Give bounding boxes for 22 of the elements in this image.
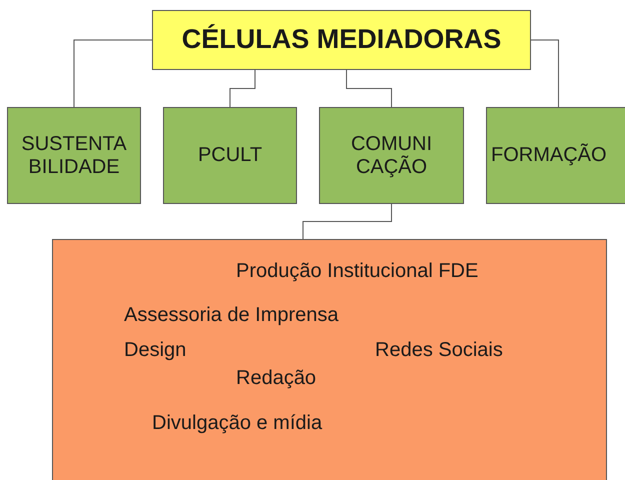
item-text: Redes Sociais bbox=[375, 339, 503, 362]
connector-line bbox=[74, 40, 152, 108]
connector-line bbox=[346, 70, 392, 108]
title-box bbox=[152, 10, 531, 70]
connector-line bbox=[530, 40, 559, 108]
item-text: Assessoria de Imprensa bbox=[124, 304, 339, 327]
item-text: Redação bbox=[236, 367, 316, 390]
category-box bbox=[486, 107, 625, 204]
category-box bbox=[319, 107, 464, 204]
category-box bbox=[7, 107, 141, 204]
node-label: FORMAÇÃO bbox=[491, 144, 607, 167]
category-box bbox=[163, 107, 297, 204]
connector-line bbox=[230, 70, 256, 108]
item-text: Divulgação e mídia bbox=[152, 412, 322, 435]
content-panel bbox=[52, 239, 607, 480]
node-label: COMUNI CAÇÃO bbox=[350, 132, 434, 178]
node-label: SUSTENTA BILIDADE bbox=[20, 132, 128, 178]
node-label: PCULT bbox=[198, 144, 262, 167]
item-text: Produção Institucional FDE bbox=[236, 260, 478, 283]
connector-line bbox=[302, 204, 392, 240]
title-text: CÉLULAS MEDIADORAS bbox=[182, 24, 502, 56]
item-text: Design bbox=[124, 339, 186, 362]
